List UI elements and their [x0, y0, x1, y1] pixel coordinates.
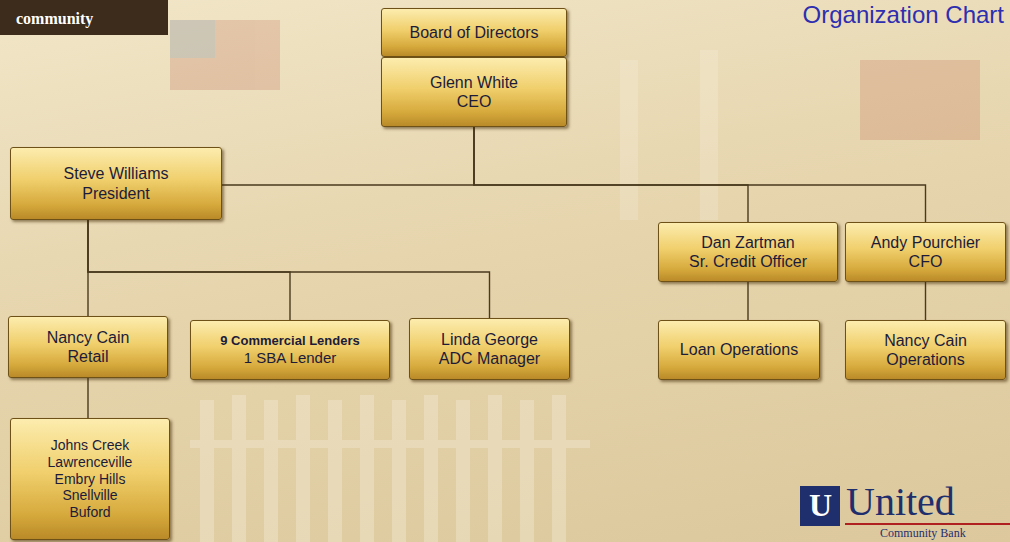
org-box: Andy PourchierCFO — [845, 222, 1006, 282]
org-box: Board of Directors — [381, 8, 567, 57]
porch-columns — [620, 50, 718, 220]
box-text: Nancy Cain — [884, 331, 967, 350]
org-box: Johns CreekLawrencevilleEmbry HillsSnell… — [10, 418, 170, 540]
picket — [488, 395, 502, 542]
org-box: Glenn WhiteCEO — [381, 57, 567, 127]
box-text: Dan Zartman — [701, 233, 794, 252]
org-box: Steve WilliamsPresident — [10, 147, 222, 220]
org-box: Dan ZartmanSr. Credit Officer — [658, 222, 838, 282]
fence-pickets — [190, 395, 590, 542]
box-text: Snellville — [62, 487, 117, 504]
box-text: CFO — [909, 252, 943, 271]
org-connector — [88, 220, 290, 320]
chart-title: Organization Chart — [803, 2, 1004, 28]
org-connector — [87, 378, 88, 418]
picket — [424, 395, 438, 542]
column — [620, 60, 638, 220]
org-box: Nancy CainOperations — [845, 320, 1006, 380]
box-text: CEO — [457, 92, 492, 111]
box-text: Embry Hills — [55, 471, 126, 488]
box-text: 1 SBA Lender — [244, 349, 337, 367]
logo-text: U — [809, 488, 832, 523]
org-box: Nancy CainRetail — [8, 316, 168, 378]
picket — [328, 400, 342, 542]
org-connector — [747, 282, 748, 320]
box-text: Andy Pourchier — [871, 233, 980, 252]
box-text: Steve Williams — [64, 164, 169, 183]
picket — [456, 400, 470, 542]
picket — [264, 400, 278, 542]
fence-rail — [190, 440, 590, 448]
box-text: 9 Commercial Lenders — [220, 333, 359, 349]
logo-square — [800, 486, 840, 526]
logo-text: United — [846, 480, 955, 524]
box-text: Linda George — [441, 330, 538, 349]
logo-text: Community Bank — [880, 527, 966, 540]
flag-field — [860, 60, 980, 140]
box-text: ADC Manager — [439, 349, 540, 368]
box-text: Nancy Cain — [47, 328, 130, 347]
box-text: Retail — [68, 347, 109, 366]
picket — [232, 395, 246, 542]
org-box: Loan Operations — [658, 320, 820, 380]
picket — [296, 395, 310, 542]
picket — [200, 400, 214, 542]
org-box: Linda GeorgeADC Manager — [409, 318, 570, 380]
box-text: Buford — [69, 504, 110, 521]
flag-field — [170, 20, 280, 90]
box-text: Johns Creek — [51, 437, 130, 454]
org-connector — [474, 127, 748, 222]
box-text: Board of Directors — [410, 23, 539, 42]
box-text: Loan Operations — [680, 340, 798, 359]
org-connector — [88, 220, 490, 318]
org-connector — [222, 127, 474, 185]
column — [700, 50, 718, 220]
logo-text: community — [16, 10, 93, 28]
org-box: 9 Commercial Lenders1 SBA Lender — [190, 320, 390, 380]
box-text: Lawrenceville — [48, 454, 133, 471]
logo-band — [0, 0, 168, 35]
box-text: Sr. Credit Officer — [689, 252, 807, 271]
flag-canton — [170, 20, 215, 58]
box-text: President — [82, 184, 150, 203]
picket — [520, 400, 534, 542]
org-connector — [925, 282, 926, 320]
picket — [392, 400, 406, 542]
box-text: Operations — [886, 350, 964, 369]
flag-shape — [170, 20, 980, 140]
org-connector — [474, 127, 926, 222]
picket — [552, 395, 566, 542]
box-text: Glenn White — [430, 73, 518, 92]
picket — [360, 395, 374, 542]
